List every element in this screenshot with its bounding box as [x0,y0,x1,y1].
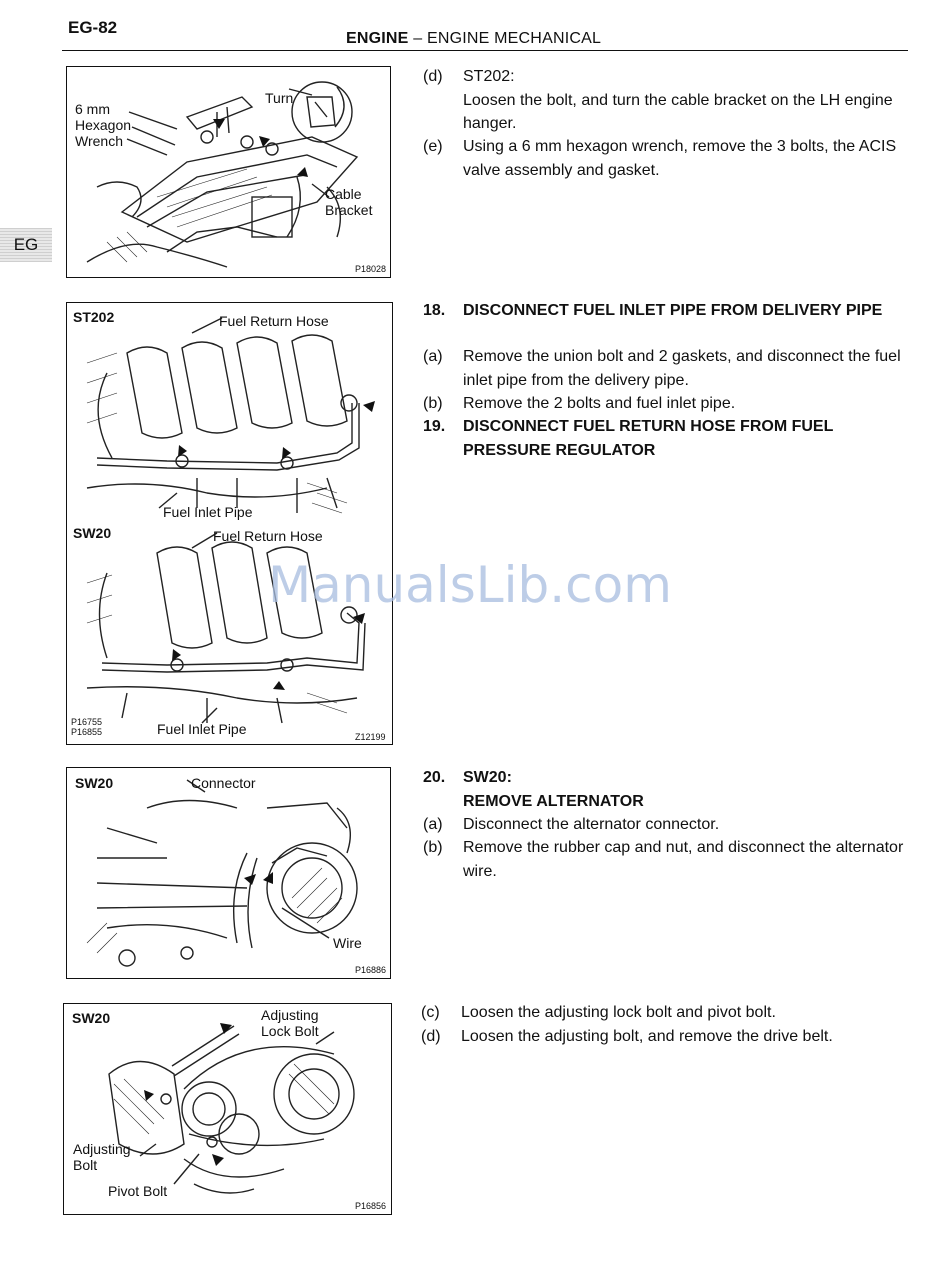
engine-illustration [86,81,359,268]
step-marker: 20. [423,769,446,786]
figure-code: P16886 [355,965,387,975]
step-text: Using a 6 mm hexagon wrench, remove the … [463,138,897,179]
figure-codes-left: P16755 P16855 [71,717,103,737]
label-sw20: SW20 [72,1010,111,1026]
figure-code: P16856 [355,1201,387,1211]
label-fuel-inlet-pipe-bottom: Fuel Inlet Pipe [157,721,247,737]
step-d: (d) ST202: Loosen the bolt, and turn the… [423,65,909,136]
step-b: (b) Remove the rubber cap and nut, and d… [423,836,909,883]
section-title: ENGINE – ENGINE MECHANICAL [346,30,601,48]
label-cable-bracket: Cable Bracket [325,186,373,218]
step-text: ST202: Loosen the bolt, and turn the cab… [463,68,893,132]
step-c: (c) Loosen the adjusting lock bolt and p… [421,1001,907,1025]
label-fuel-return-hose-top: Fuel Return Hose [219,313,329,329]
label-fuel-return-hose-bottom: Fuel Return Hose [213,528,323,544]
label-sw20: SW20 [73,525,112,541]
step-marker: 19. [423,418,446,435]
label-pivot-bolt: Pivot Bolt [108,1183,168,1199]
step-heading: DISCONNECT FUEL RETURN HOSE FROM FUEL PR… [463,418,834,459]
figure-drive-belt: SW20 Adjusting Lock Bolt Adjusting Bolt … [63,1003,392,1215]
title-sub: ENGINE MECHANICAL [426,30,602,47]
figure-code: P18028 [355,264,387,274]
step-text: Loosen the adjusting lock bolt and pivot… [461,1004,776,1021]
step-text: Loosen the adjusting bolt, and remove th… [461,1028,833,1045]
label-adjusting-lock-bolt: Adjusting Lock Bolt [261,1007,319,1039]
label-adjusting-bolt: Adjusting Bolt [73,1141,131,1173]
title-dash: – [413,30,423,47]
page-number: EG-82 [68,18,118,37]
belt-illustration [108,1023,355,1194]
label-sw20: SW20 [75,775,114,791]
label-connector: Connector [191,775,256,791]
step-heading: SW20: REMOVE ALTERNATOR [463,769,644,810]
figure-code-right: Z12199 [355,732,386,742]
label-hexagon-wrench: 6 mm Hexagon Wrench [75,101,132,149]
step-18: 18. DISCONNECT FUEL INLET PIPE FROM DELI… [423,299,909,323]
step-heading: DISCONNECT FUEL INLET PIPE FROM DELIVERY… [463,302,883,319]
step-marker: (a) [423,348,443,365]
step-marker: (a) [423,816,443,833]
eg-side-tab: EG [0,228,52,262]
step-a: (a) Disconnect the alternator connector. [423,813,909,837]
step-marker: (b) [423,839,443,856]
step-a: (a) Remove the union bolt and 2 gaskets,… [423,345,909,392]
label-wire: Wire [333,935,362,951]
step-d: (d) Loosen the adjusting bolt, and remov… [421,1025,907,1049]
step-b: (b) Remove the 2 bolts and fuel inlet pi… [423,392,909,416]
step-text: Remove the 2 bolts and fuel inlet pipe. [463,395,736,412]
alternator-illustration [86,779,358,967]
label-turn: Turn [265,90,294,106]
step-marker: (e) [423,138,443,155]
step-text: Remove the rubber cap and nut, and disco… [463,839,904,880]
watermark: ManualsLib.com [268,556,672,614]
step-20: 20. SW20: REMOVE ALTERNATOR [423,766,909,813]
label-fuel-inlet-pipe-top: Fuel Inlet Pipe [163,504,253,520]
header-rule [62,50,908,51]
label-st202: ST202 [73,309,115,325]
step-marker: (c) [421,1004,440,1021]
step-19: 19. DISCONNECT FUEL RETURN HOSE FROM FUE… [423,415,909,462]
step-text: Disconnect the alternator connector. [463,816,720,833]
figure-alternator-connector: SW20 Connector Wire P16886 [66,767,391,979]
step-e: (e) Using a 6 mm hexagon wrench, remove … [423,135,909,182]
title-main: ENGINE [346,30,409,47]
step-marker: (d) [421,1028,441,1045]
step-marker: (b) [423,395,443,412]
step-text: Remove the union bolt and 2 gaskets, and… [463,348,901,389]
step-marker: 18. [423,302,446,319]
fuel-system-illustration [86,317,375,724]
step-marker: (d) [423,68,443,85]
figure-fuel-pipes: ST202 Fuel Return Hose Fuel Inlet Pipe S… [66,302,393,745]
figure-acis-valve: 6 mm Hexagon Wrench Turn Cable Bracket P… [66,66,391,278]
